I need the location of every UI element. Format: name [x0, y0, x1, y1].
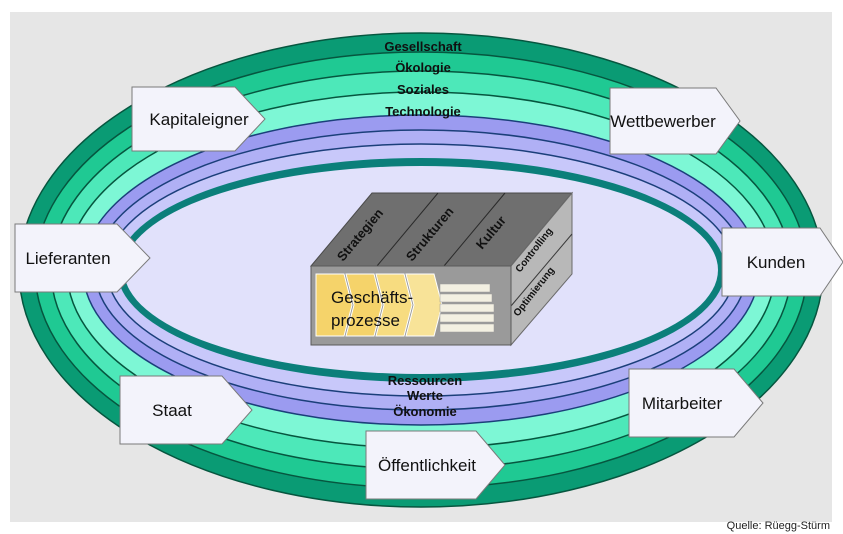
ring-label-social: Soziales — [397, 82, 449, 97]
stakeholder-label-competitors: Wettbewerber — [610, 112, 716, 131]
ring-labels: Gesellschaft Ökologie Soziales Technolog… — [384, 39, 462, 419]
stakeholder-label-customers: Kunden — [747, 253, 806, 272]
process-label-line1: Geschäfts- — [331, 288, 413, 307]
process-bar — [439, 323, 495, 333]
stakeholder-arrow-customers: Kunden — [721, 227, 843, 297]
stakeholder-arrow-public: Öffentlichkeit — [365, 430, 506, 500]
organization-cube: Strategien Strukturen Kultur Controlling… — [309, 191, 574, 347]
arrow-shape — [721, 227, 843, 297]
process-step — [345, 273, 383, 337]
process-bar — [439, 303, 495, 313]
ring-label-values: Werte — [407, 388, 443, 403]
ring-label-economy: Ökonomie — [393, 404, 457, 419]
source-credit: Quelle: Rüegg-Stürm — [727, 520, 830, 532]
stakeholder-arrow-capital-owners: Kapitaleigner — [131, 86, 266, 152]
process-bar — [439, 283, 491, 293]
arrow-shape — [365, 430, 506, 500]
arrow-shape — [14, 223, 151, 293]
cube-side-divider — [510, 233, 573, 307]
stakeholder-label-capital-owners: Kapitaleigner — [149, 110, 249, 129]
stakeholder-label-state: Staat — [152, 401, 192, 420]
stakeholder-label-employees: Mitarbeiter — [642, 394, 723, 413]
ring-label-technology: Technologie — [385, 104, 461, 119]
stakeholder-arrow-employees: Mitarbeiter — [628, 368, 764, 438]
process-label-line2: prozesse — [331, 311, 400, 330]
stakeholder-label-public: Öffentlichkeit — [378, 456, 476, 475]
arrow-shape — [628, 368, 764, 438]
stakeholder-arrow-competitors: Wettbewerber — [609, 87, 741, 155]
ring-label-ecology: Ökologie — [395, 60, 451, 75]
stakeholder-arrow-suppliers: Lieferanten — [14, 223, 151, 293]
ring-label-resources: Ressourcen — [388, 373, 462, 388]
ring-label-society: Gesellschaft — [384, 39, 462, 54]
process-bar — [439, 313, 495, 323]
process-chevrons — [315, 273, 495, 337]
process-bar — [439, 293, 493, 303]
arrow-shape — [119, 375, 253, 445]
stakeholder-label-suppliers: Lieferanten — [25, 249, 110, 268]
environment-rings — [18, 32, 824, 508]
process-step — [315, 273, 353, 337]
arrow-shape — [131, 86, 266, 152]
arrow-shape — [609, 87, 741, 155]
stakeholder-arrow-state: Staat — [119, 375, 253, 445]
process-step — [405, 273, 443, 337]
process-step — [375, 273, 413, 337]
cube-top-divider — [443, 192, 506, 267]
cube-top-divider — [376, 192, 439, 267]
